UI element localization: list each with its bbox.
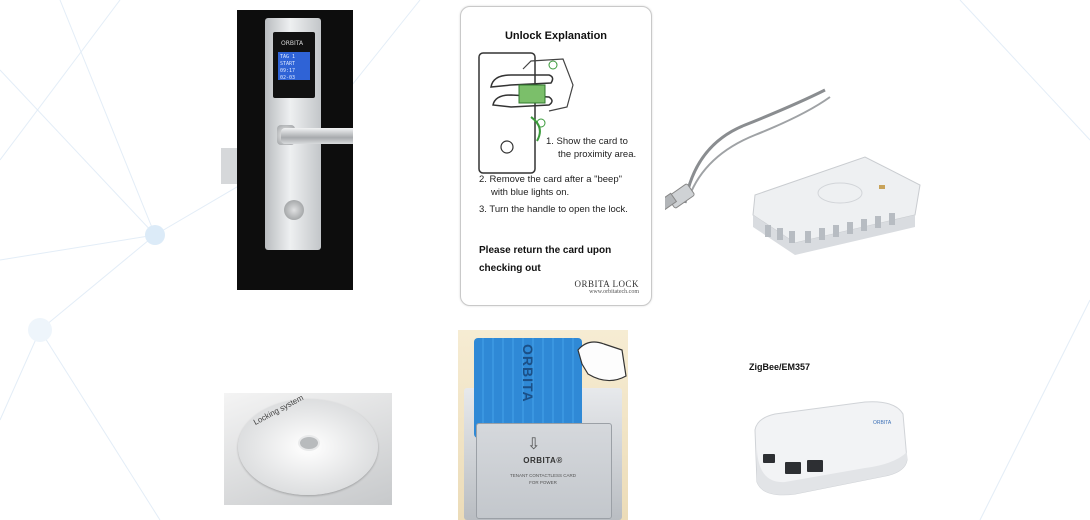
step-text: the proximity area. bbox=[558, 149, 637, 160]
lock-lcd: TAG 1 START 09:17 02-03 bbox=[278, 52, 310, 81]
step-text: 3. Turn the handle to open the lock. bbox=[479, 204, 628, 215]
fine-text: FOR POWER bbox=[529, 480, 557, 485]
hand-icon bbox=[577, 341, 627, 382]
instruction-step-3: 3. Turn the handle to open the lock. bbox=[479, 203, 649, 216]
zigbee-label: ZigBee/EM357 bbox=[749, 362, 811, 372]
step-text: 1. Show the card to bbox=[546, 136, 628, 147]
door-lock-image: TAG 1 START 09:17 02-03 ORBITA bbox=[237, 10, 353, 290]
lcd-line: TAG 1 START bbox=[280, 54, 296, 67]
usb-card-reader-image bbox=[665, 88, 921, 255]
notice-text: checking out bbox=[479, 263, 541, 274]
step-text: 2. Remove the card after a "beep" bbox=[479, 174, 622, 185]
saver-fine-print: TENANT CONTACTLESS CARD FOR POWER bbox=[458, 472, 628, 486]
key-card bbox=[474, 338, 582, 438]
notice-text: Please return the card upon bbox=[479, 245, 612, 256]
software-cd-image: Locking system bbox=[224, 393, 392, 505]
lock-handle bbox=[281, 128, 353, 144]
card-title: Unlock Explanation bbox=[504, 30, 608, 42]
card-brand: ORBITA LOCK bbox=[574, 279, 639, 289]
step-text: with blue lights on. bbox=[491, 187, 570, 198]
energy-saver-switch-image: ORBITA ⇩ ORBITA® TENANT CONTACTLESS CARD… bbox=[458, 330, 628, 520]
lcd-line: 09:17 bbox=[280, 68, 296, 74]
fine-text: TENANT CONTACTLESS CARD bbox=[509, 473, 577, 478]
instruction-step-2: 2. Remove the card after a "beep" with b… bbox=[479, 173, 649, 199]
lock-display: TAG 1 START 09:17 02-03 bbox=[273, 32, 315, 98]
lcd-line: 02-03 bbox=[280, 75, 296, 81]
card-website: www.orbitatech.com bbox=[589, 289, 639, 295]
saver-faceplate bbox=[476, 423, 612, 519]
lock-logo: ORBITA bbox=[281, 40, 304, 47]
keyhole bbox=[284, 200, 304, 220]
gateway-brand: ORBITA bbox=[873, 420, 892, 426]
cd-hole bbox=[298, 435, 320, 451]
arrow-down-icon: ⇩ bbox=[527, 436, 541, 453]
saver-brand: ORBITA® bbox=[523, 456, 563, 465]
usb-plug-icon bbox=[665, 183, 695, 212]
key-card-brand: ORBITA bbox=[520, 344, 536, 403]
zigbee-gateway-image: ORBITA bbox=[754, 401, 908, 496]
return-card-notice: Please return the card upon checking out bbox=[479, 242, 649, 278]
instruction-step-1: 1. Show the card to the proximity area. bbox=[546, 135, 646, 161]
unlock-instruction-card: Unlock Explanation 1. Show the card to t… bbox=[460, 6, 652, 306]
lock-side-latch bbox=[221, 148, 237, 184]
handle-diagram-icon bbox=[478, 52, 574, 174]
